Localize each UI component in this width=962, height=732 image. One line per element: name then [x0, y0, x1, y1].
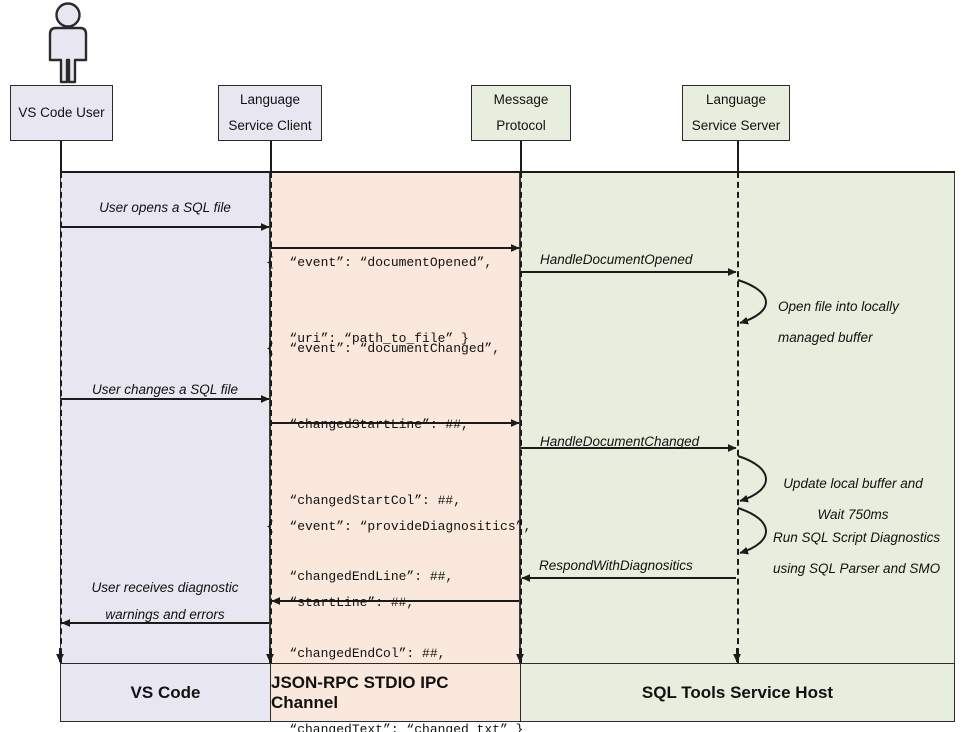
- participant-message-protocol-line2: Protocol: [496, 118, 546, 133]
- note-run-diagnostics: Run SQL Script Diagnostics using SQL Par…: [773, 522, 940, 584]
- participant-language-service-client[interactable]: Language Service Client: [218, 85, 322, 141]
- note-update-buffer-line2: Wait 750ms: [817, 507, 889, 522]
- footer-ipc-channel[interactable]: JSON-RPC STDIO IPC Channel: [270, 663, 521, 722]
- participant-language-service-client-line1: Language: [239, 91, 301, 107]
- band-vs-code: [60, 172, 270, 663]
- label-user-receives: User receives diagnostic warnings and er…: [60, 574, 270, 628]
- payload-document-opened-line-1: “uri”: “path_to_file” }: [266, 331, 469, 347]
- label-handle-document-opened: HandleDocumentOpened: [540, 252, 692, 267]
- lifeline-stub-vscode-user: [60, 141, 62, 171]
- payload-provide-diagnositics-line-0: { “event”: “provideDiagnositics”,: [266, 518, 532, 534]
- lifeline-stub-language-service-server: [737, 141, 739, 171]
- participant-message-protocol-line1: Message: [493, 91, 549, 107]
- participant-vscode-user-label: VS Code User: [18, 104, 105, 120]
- lifeline-language-service-server: [737, 172, 739, 664]
- participant-language-service-server-line1: Language: [705, 91, 767, 107]
- payload-document-changed-line-2: “changedStartCol”: ##,: [266, 493, 462, 509]
- payload-document-changed: { “event”: “documentChanged”, “changedSt…: [266, 285, 523, 732]
- note-run-diagnostics-line2: using SQL Parser and SMO: [773, 561, 941, 576]
- band-top-border: [60, 171, 955, 173]
- payload-document-changed-line-5: “changedText”: “changed txt” }: [266, 721, 524, 732]
- payload-document-changed-line-4: “changedEndCol”: ##,: [266, 645, 446, 661]
- footer-service-host[interactable]: SQL Tools Service Host: [520, 663, 955, 722]
- label-user-opens: User opens a SQL file: [60, 200, 270, 215]
- band-ipc-channel: [270, 172, 520, 663]
- lifeline-vscode-user: [60, 172, 62, 664]
- label-user-opens-line1: User opens a SQL file: [99, 200, 231, 215]
- vs-code-user-actor: [36, 2, 108, 91]
- lifeline-language-service-client: [270, 172, 272, 664]
- note-update-buffer-line1: Update local buffer and: [783, 476, 923, 491]
- stick-figure-icon: [48, 2, 88, 84]
- note-run-diagnostics-line1: Run SQL Script Diagnostics: [773, 530, 941, 545]
- payload-document-opened: { “event”: “documentOpened”, “uri”: “pat…: [266, 199, 492, 402]
- participant-message-protocol[interactable]: Message Protocol: [471, 85, 571, 141]
- lifeline-message-protocol: [520, 172, 522, 664]
- participant-vscode-user[interactable]: VS Code User: [10, 85, 113, 141]
- note-open-file-line1: Open file into locally: [778, 299, 899, 314]
- participant-language-service-server-line2: Service Server: [691, 118, 781, 133]
- payload-document-changed-line-0: { “event”: “documentChanged”,: [266, 340, 501, 356]
- payload-provide-diagnositics-line-1: “startLine”: ##,: [266, 595, 415, 611]
- label-handle-document-opened-text: HandleDocumentOpened: [540, 252, 693, 267]
- footer-vs-code-label: VS Code: [130, 682, 201, 702]
- note-open-file: Open file into locally managed buffer: [778, 291, 899, 353]
- label-handle-document-changed-text: HandleDocumentChanged: [540, 434, 700, 449]
- note-open-file-line2: managed buffer: [778, 330, 873, 345]
- payload-document-opened-line-0: { “event”: “documentOpened”,: [266, 254, 493, 270]
- lifeline-stub-message-protocol: [520, 141, 522, 171]
- label-handle-document-changed: HandleDocumentChanged: [540, 434, 699, 449]
- label-respond-with-diagnositics-text: RespondWithDiagnositics: [539, 558, 693, 573]
- label-user-changes: User changes a SQL file: [60, 382, 270, 397]
- label-user-receives-line2: warnings and errors: [105, 607, 225, 622]
- participant-language-service-server[interactable]: Language Service Server: [682, 85, 790, 141]
- label-user-receives-line1: User receives diagnostic: [91, 580, 239, 595]
- lifeline-stub-language-service-client: [270, 141, 272, 171]
- payload-document-changed-line-3: “changedEndLine”: ##,: [266, 569, 454, 585]
- footer-service-host-label: SQL Tools Service Host: [641, 682, 834, 702]
- note-update-buffer: Update local buffer and Wait 750ms: [773, 468, 933, 530]
- payload-document-changed-line-1: “changedStartLine”: ##,: [266, 417, 469, 433]
- label-user-changes-line1: User changes a SQL file: [91, 382, 239, 397]
- label-respond-with-diagnositics: RespondWithDiagnositics: [539, 558, 693, 573]
- participant-language-service-client-line2: Service Client: [228, 118, 312, 133]
- footer-ipc-channel-label: JSON-RPC STDIO IPC Channel: [271, 672, 449, 712]
- footer-vs-code[interactable]: VS Code: [60, 663, 271, 722]
